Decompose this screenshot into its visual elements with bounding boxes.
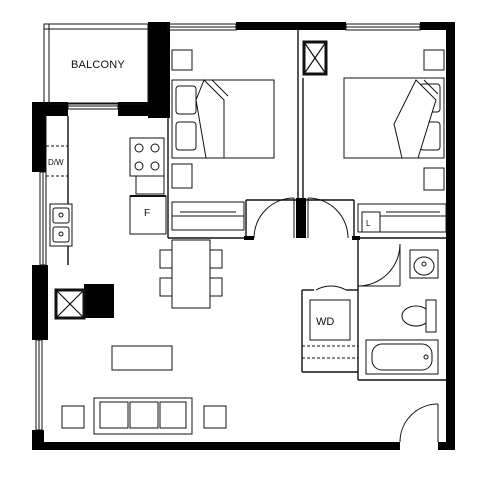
kitchen — [45, 116, 167, 265]
dining-area — [159, 239, 223, 309]
washer-dryer-icon — [309, 299, 351, 341]
closet — [357, 203, 447, 233]
sofa-icon — [93, 397, 193, 435]
wall-segment — [118, 102, 170, 116]
linen-closet — [361, 211, 381, 233]
bed-icon — [171, 79, 275, 159]
nightstand-icon — [423, 49, 445, 71]
wall-segment — [32, 102, 68, 116]
walls — [32, 22, 455, 450]
fridge-label: F — [144, 208, 151, 219]
balcony-outline — [43, 23, 149, 105]
bathroom — [365, 249, 439, 375]
dining-table-icon — [171, 239, 211, 309]
wall-left-upper — [32, 102, 46, 172]
column — [148, 22, 170, 118]
coffee-table-icon — [111, 345, 173, 371]
laundry — [302, 299, 358, 359]
wall-segment — [236, 22, 346, 30]
door-swing-icon — [253, 197, 439, 443]
chair-icon — [209, 249, 223, 269]
dishwasher-label: D/W — [48, 158, 64, 167]
wall-right — [446, 22, 455, 450]
nightstand-icon — [171, 49, 193, 71]
mechanical-shaft-icon — [54, 40, 328, 320]
bedroom-1 — [171, 49, 275, 231]
fridge-icon — [129, 195, 167, 235]
side-table-icon — [203, 405, 227, 429]
balcony-label: BALCONY — [71, 59, 125, 71]
wall-stub — [244, 236, 254, 240]
chair-icon — [159, 277, 173, 297]
bathtub-icon — [365, 339, 439, 375]
wall-segment — [438, 442, 455, 450]
chair-icon — [159, 249, 173, 269]
wall-left-lower — [32, 430, 44, 450]
wall-segment — [420, 22, 446, 30]
linen-closet-label: L — [366, 219, 371, 228]
toilet-icon — [401, 299, 437, 333]
bathroom-sink-icon — [409, 249, 439, 279]
closet — [171, 201, 245, 231]
sink-icon — [49, 203, 73, 247]
nightstand-icon — [171, 163, 193, 189]
bedroom-2 — [343, 49, 447, 233]
bed-icon — [343, 77, 445, 159]
column — [84, 284, 114, 318]
nightstand-icon — [423, 167, 445, 191]
stove-icon — [129, 137, 165, 177]
washer-dryer-label: WD — [316, 316, 335, 328]
side-table-icon — [61, 405, 85, 429]
balcony — [43, 23, 149, 105]
living-area — [61, 345, 227, 435]
chair-icon — [209, 277, 223, 297]
wall-left-middle — [32, 265, 48, 340]
wall-bottom — [44, 442, 400, 450]
counter-block — [135, 175, 165, 195]
wall-stub — [352, 236, 360, 240]
wall-stub — [296, 198, 306, 238]
